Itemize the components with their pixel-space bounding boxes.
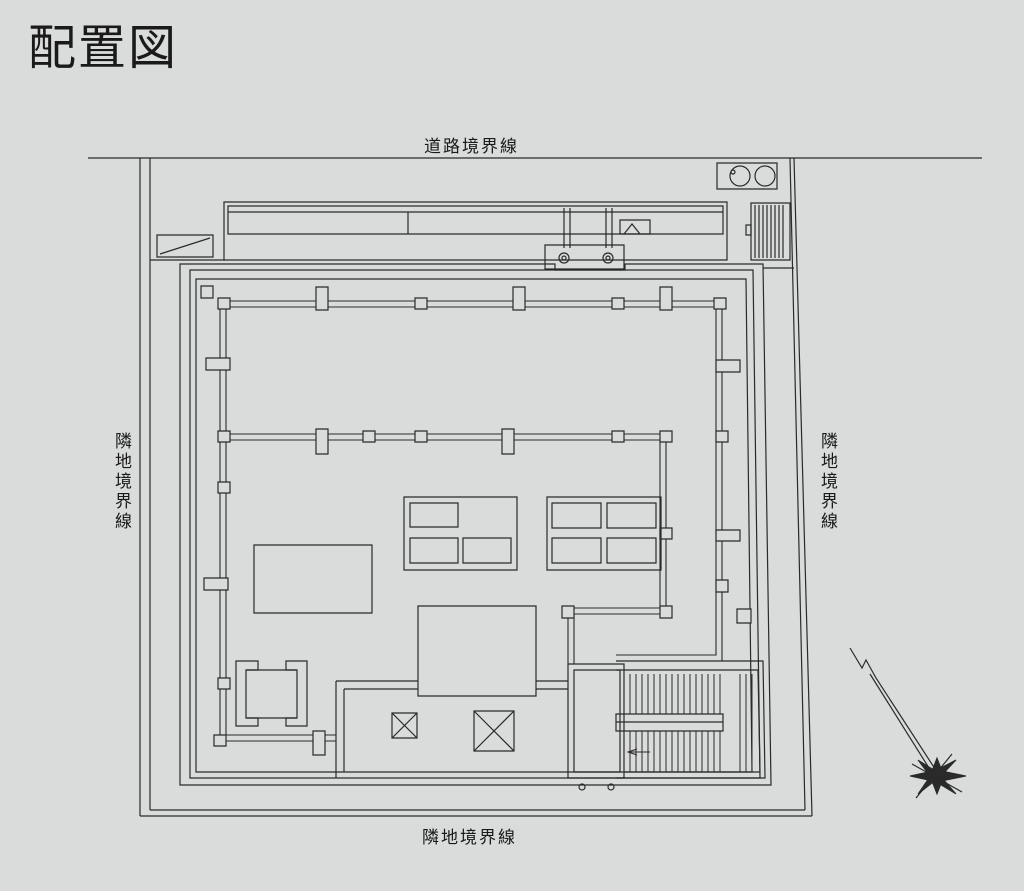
building-outline — [180, 264, 771, 785]
outdoor-units — [717, 163, 777, 189]
entrance-bollards — [579, 784, 614, 790]
stair-treads — [624, 674, 752, 772]
site-boundary — [140, 158, 812, 816]
drawing-title: 配置図 — [28, 20, 179, 76]
meter-box — [157, 235, 213, 257]
structure-frame — [220, 301, 722, 741]
columns — [201, 286, 751, 755]
road-boundary-label: 道路境界線 — [424, 137, 519, 157]
right-boundary-label: 隣地境界線 — [817, 432, 837, 532]
kiln-bracket — [236, 661, 307, 726]
stair-core — [568, 661, 765, 778]
left-boundary-label: 隣地境界線 — [111, 432, 131, 532]
north-arrow-icon — [850, 648, 966, 798]
lower-room — [336, 681, 568, 778]
interior-fixtures — [254, 497, 661, 696]
gate — [746, 203, 790, 260]
bottom-boundary-label: 隣地境界線 — [422, 828, 517, 848]
front-canopy — [224, 202, 727, 269]
